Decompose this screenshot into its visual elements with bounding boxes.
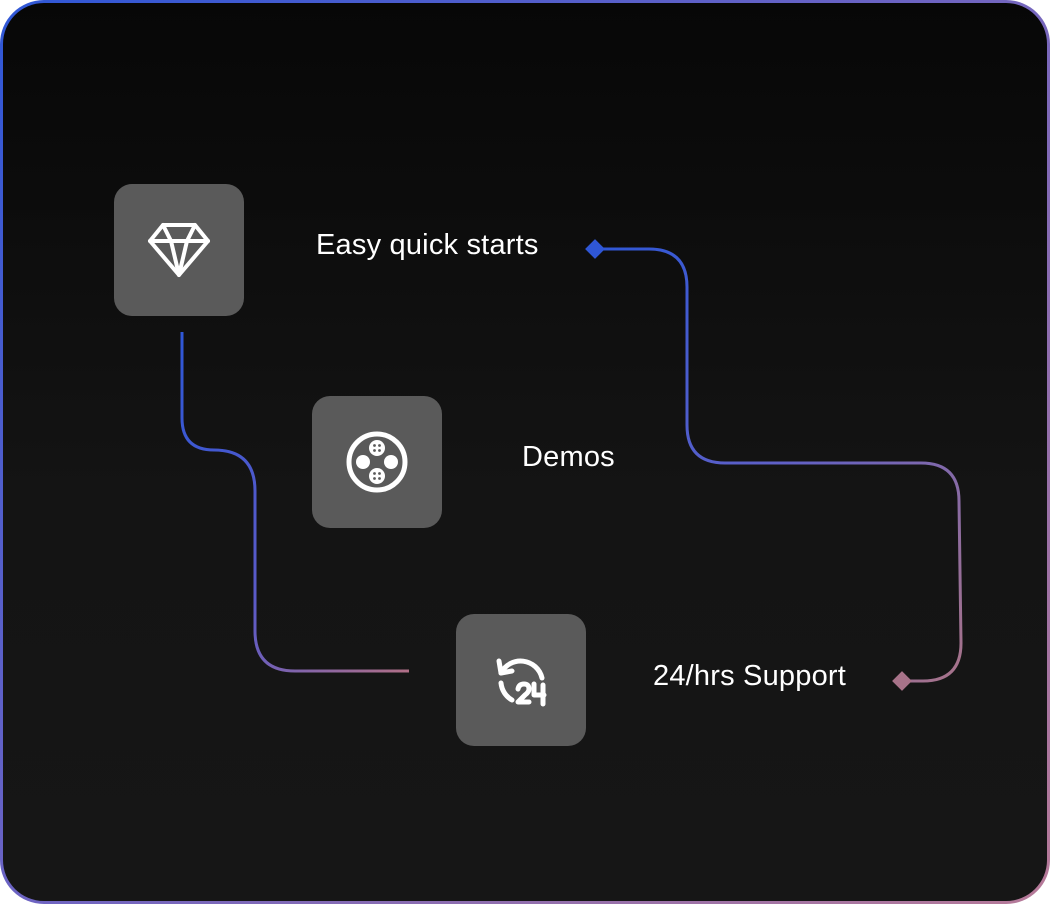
right-connector-path: [595, 247, 963, 683]
feature-label-quick-starts: Easy quick starts: [316, 229, 539, 261]
left-connector-path: [180, 332, 409, 673]
features-card: Easy quick starts Demos: [3, 3, 1047, 901]
film-reel-icon: [344, 429, 410, 495]
feature-label-support: 24/hrs Support: [653, 660, 847, 692]
support-tile[interactable]: [456, 614, 586, 746]
diamond-icon: [146, 221, 212, 279]
support-24-icon: [488, 647, 554, 713]
connector-lines: [180, 239, 963, 691]
quick-starts-tile[interactable]: [114, 184, 244, 316]
feature-label-demos: Demos: [522, 441, 615, 473]
connector-end-marker: [892, 671, 912, 691]
demos-tile[interactable]: [312, 396, 442, 528]
connector-start-marker: [585, 239, 605, 259]
